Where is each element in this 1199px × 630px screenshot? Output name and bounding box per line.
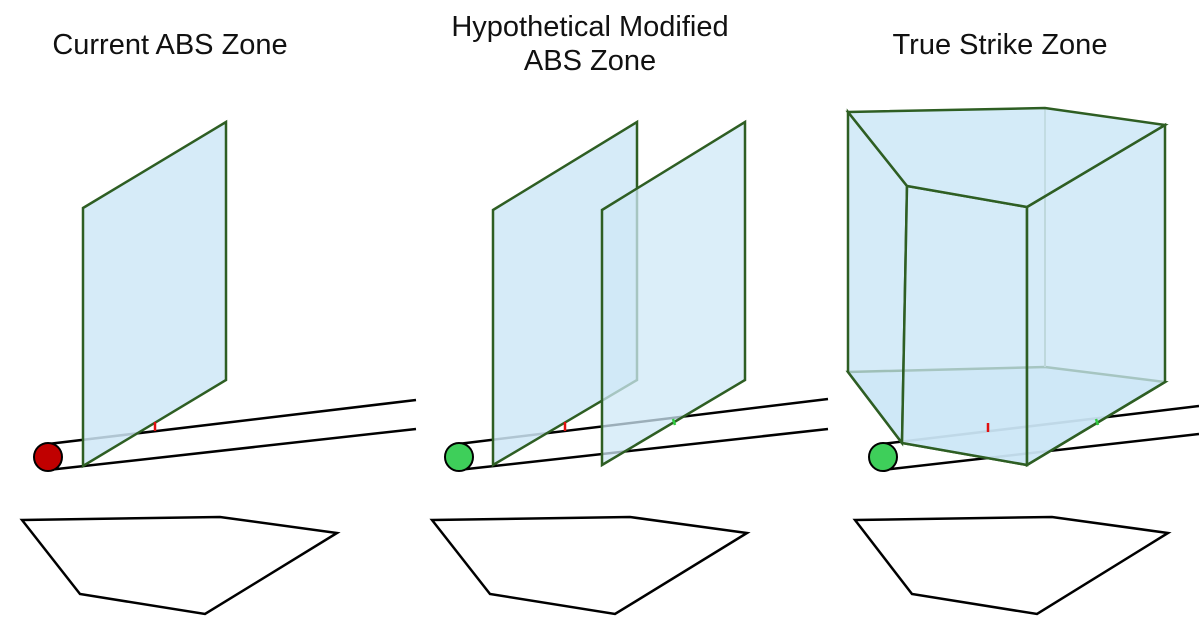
panel-title-current-abs: Current ABS Zone (52, 29, 288, 61)
home-plate (429, 515, 751, 616)
prism-front-face (900, 184, 1029, 467)
baseball-ball (444, 442, 474, 472)
back-marker (1094, 418, 1100, 426)
panel-title-modified-abs: Hypothetical Modified ABS Zone (420, 10, 760, 78)
trajectory-lower-line (47, 427, 417, 472)
panel-modified-abs (429, 119, 829, 616)
home-plate (19, 515, 341, 616)
panel-title-line-2: ABS Zone (523, 45, 657, 77)
panel-true-strike-zone (845, 106, 1199, 616)
baseball-ball (33, 442, 63, 472)
home-plate (852, 515, 1172, 616)
abs-zone-plane (81, 119, 228, 469)
trajectory-lower-line (457, 427, 829, 472)
back-marker (671, 418, 677, 426)
back-zone-plane (600, 119, 747, 468)
panel-title-line-1: Hypothetical Modified (451, 11, 729, 43)
prism-top-face (845, 106, 1169, 209)
baseball-ball (868, 442, 898, 472)
panel-current-abs (19, 119, 417, 616)
panel-title-true-strike-zone: True Strike Zone (892, 29, 1108, 61)
